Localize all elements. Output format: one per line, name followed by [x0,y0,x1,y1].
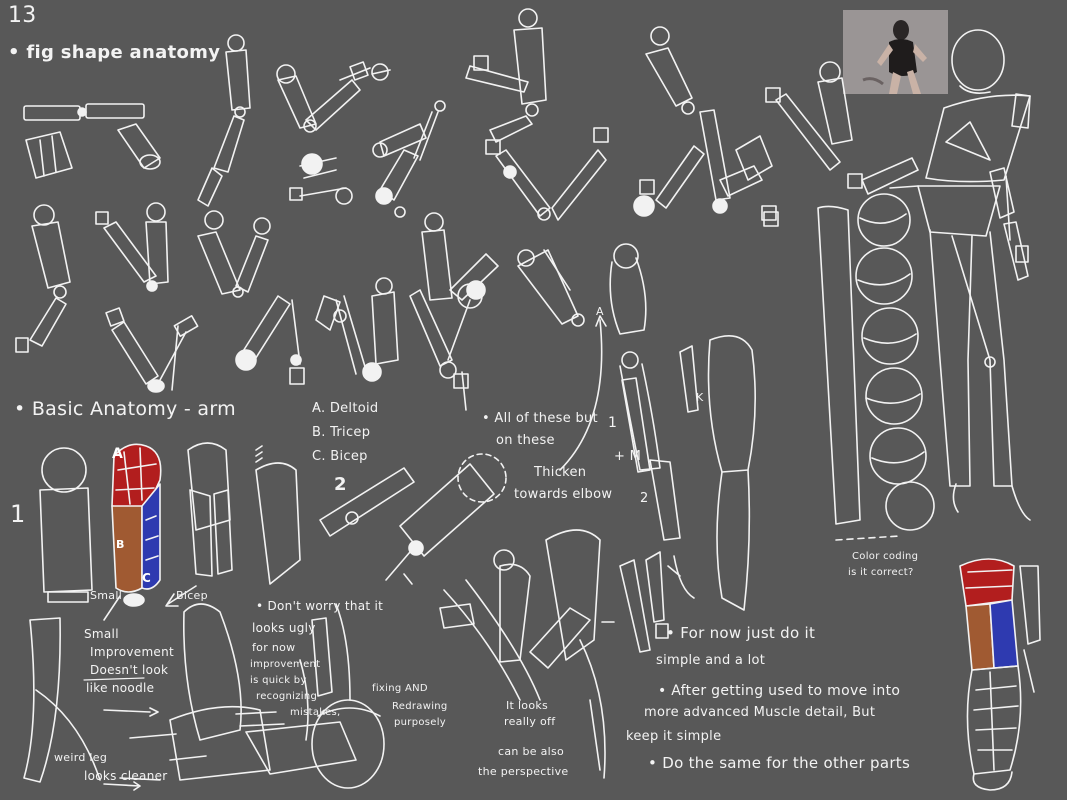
limb-sketch-row1-f [645,26,731,214]
note-after-getting: • After getting used to move into [658,683,901,699]
legend-deltoid: A. Deltoid [312,401,379,416]
deltoid-region-2 [959,558,1015,607]
note-do-the-same: • Do the same for the other parts [648,754,911,772]
note-thicken: Thicken [534,465,587,480]
note-looks-ugly: looks ugly [252,621,316,635]
section-number-two: 2 [334,474,347,495]
limb-sketch-row2-g [633,145,779,227]
page-number: 13 [8,3,37,28]
note-doesnt-look: Doesn't look [90,663,169,677]
colored-arm-study [959,558,1041,791]
limb-sketch-row3-b [235,295,341,385]
limb-sketch-row2-e [375,149,453,301]
legend-tricep: B. Tricep [312,425,371,440]
note-recognizing: recognizing [256,691,318,702]
limb-sketch-row3-e [449,249,585,327]
note-simple-and-a-lot: simple and a lot [656,653,766,668]
label-k: K [696,391,704,404]
bicep-region-2 [989,599,1019,669]
annotation-arrows [83,315,901,791]
note-for-now-just: • For now just do it [666,624,816,642]
label-c-marker: C [142,571,151,585]
limb-sketch-row3-c [333,277,399,382]
note-the-perspective: the perspective [478,765,569,778]
section2-title: • Basic Anatomy - arm [14,398,236,420]
leg-sketch-2 [679,334,756,611]
note-purposely: purposely [394,717,447,728]
note-towards-elbow: towards elbow [514,487,613,502]
arm-anatomy-study [39,442,301,607]
deltoid-region [111,443,162,511]
note-more-advanced: more advanced Muscle detail, But [644,705,876,720]
note-really-off: really off [504,715,556,728]
note-weird-leg: weird leg [54,751,108,764]
limb-sketch-row1-d [339,63,446,161]
note-on-these: on these [496,433,555,448]
note-improvement: Improvement [90,645,175,659]
note-looks-cleaner: looks cleaner [84,769,168,783]
note-all-of-these: • All of these but [482,411,598,426]
note-mistakes: mistakes, [290,707,341,718]
note-like-noodle: like noodle [86,681,155,695]
note-dont-worry: • Don't worry that it [256,599,384,613]
note-for-now: for now [252,641,296,654]
label-small: Small [90,589,123,602]
limb-sketch-row2-c [197,210,271,298]
arm-study-center [319,453,651,779]
note-improvement-quick: improvement [250,659,321,670]
label-m: + M [614,449,642,464]
lower-left-sketches [23,603,385,789]
limb-sketch-row1-e [465,8,547,143]
section-number-one-right: 1 [608,415,618,431]
note-it-looks: It looks [506,699,549,712]
note-redrawing: Redrawing [392,701,448,712]
label-bicep: Bicep [176,589,208,602]
note-color-coding: Color coding [852,551,919,562]
note-small-improvement: Small [84,627,119,641]
limb-sketch-row1-c [276,61,369,133]
limb-sketch-row1-g [735,61,853,221]
leg-sketch-3 [621,377,669,639]
label-two-b: 2 [640,491,649,506]
note-keep-it-simple: keep it simple [626,729,722,744]
limb-sketch-row3-a [105,307,199,393]
note-can-be-also: can be also [498,745,565,758]
label-arrow-a: A [596,305,604,318]
limb-sketch-row2-d [289,153,353,205]
limb-sketch-row3-d [409,280,486,411]
section-number-one-left: 1 [10,500,26,528]
limb-sketch-row1-a [23,103,161,179]
mannequin-figure [817,29,1031,531]
label-b-marker: B [116,538,124,551]
bicep-region [141,483,161,590]
note-fixing: fixing AND [372,683,428,694]
limb-sketch-row1-b [197,34,251,207]
reference-photo [843,10,948,94]
limb-sketch-row2-a [15,204,71,353]
title: • fig shape anatomy [8,42,221,63]
label-a-marker: A [112,446,123,462]
legend-bicep: C. Bicep [312,449,368,464]
note-is-quick: is quick by [250,675,307,686]
note-is-it-correct: is it correct? [848,567,914,578]
limb-sketch-row2-f [485,127,609,221]
leg-sketch-1 [609,243,695,599]
limb-sketch-row2-b [95,202,169,292]
tricep-region-2 [965,603,995,671]
